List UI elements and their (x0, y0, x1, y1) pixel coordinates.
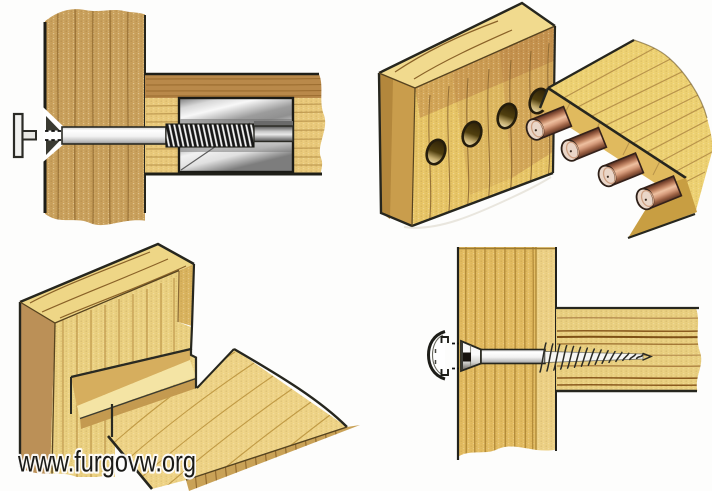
svg-text:www.furgovw.org: www.furgovw.org (17, 446, 196, 479)
svg-text:www.furgovw.org: www.furgovw.org (17, 446, 196, 479)
